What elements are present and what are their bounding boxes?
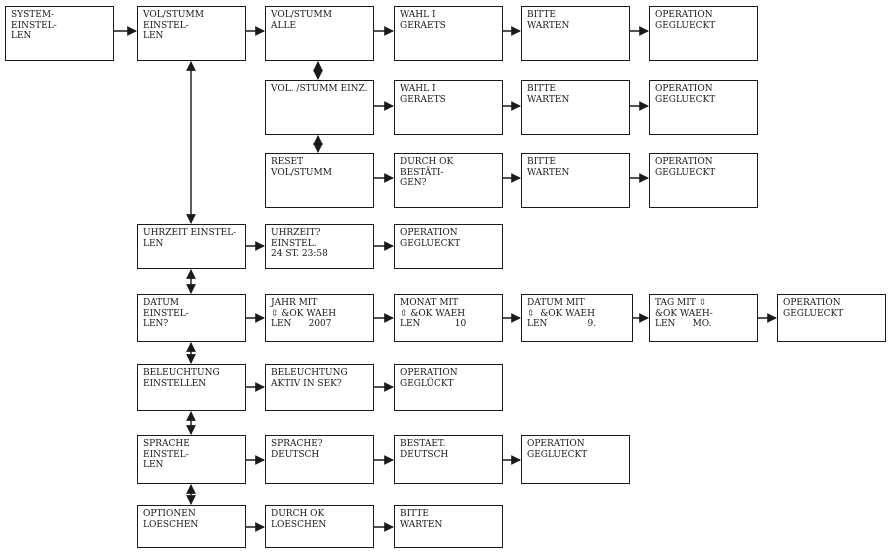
box-vol-stumm-einz: VOL. /STUMM EINZ.	[265, 80, 374, 135]
box-datum-einstellen: DATUM EINSTEL- LEN?	[137, 294, 246, 342]
box-sprache-einstellen: SPRACHE EINSTEL- LEN	[137, 435, 246, 484]
box-operation-gegleuckt-4: OPERATION GEGLUECKT	[394, 224, 503, 269]
box-wahl-geraets-1: WAHL I GERAETS	[394, 6, 503, 61]
box-system-einstellen: SYSTEM- EINSTEL- LEN	[5, 6, 114, 61]
box-sprache-frage: SPRACHE? DEUTSCH	[265, 435, 374, 484]
box-durch-ok-bestaetigen: DURCH OK BESTÄTI- GEN?	[394, 153, 503, 208]
box-vol-stumm-alle: VOL/STUMM ALLE	[265, 6, 374, 61]
box-jahr-mit: JAHR MIT ⇳ &OK WAEH LEN 2007	[265, 294, 374, 342]
box-bitte-warten-1: BITTE WARTEN	[521, 6, 630, 61]
box-vol-stumm-einstellen: VOL/STUMM EINSTEL- LEN	[137, 6, 246, 61]
box-datum-mit: DATUM MIT ⇳ &OK WAEH LEN 9.	[521, 294, 633, 342]
box-uhrzeit-frage: UHRZEIT? EINSTEL. 24 ST. 23:58	[265, 224, 374, 269]
box-bestaet-deutsch: BESTAET. DEUTSCH	[394, 435, 503, 484]
box-optionen-loeschen: OPTIONEN LOESCHEN	[137, 505, 246, 548]
box-bitte-warten-2: BITTE WARTEN	[521, 80, 630, 135]
box-bitte-warten-8: BITTE WARTEN	[394, 505, 503, 548]
box-operation-gegleuckt-7: OPERATION GEGLUECKT	[521, 435, 630, 484]
box-bitte-warten-3: BITTE WARTEN	[521, 153, 630, 208]
box-uhrzeit-einstellen: UHRZEIT EINSTEL- LEN	[137, 224, 246, 269]
box-reset-vol-stumm: RESET VOL/STUMM	[265, 153, 374, 208]
box-operation-gegleuckt-2: OPERATION GEGLUECKT	[649, 80, 758, 135]
box-operation-gegleuckt-1: OPERATION GEGLUECKT	[649, 6, 758, 61]
box-beleuchtung-einstellen: BELEUCHTUNG EINSTELLEN	[137, 364, 246, 411]
box-operation-gegleuckt-3: OPERATION GEGLUECKT	[649, 153, 758, 208]
box-wahl-geraets-2: WAHL I GERAETS	[394, 80, 503, 135]
box-durch-ok-loeschen: DURCH OK LOESCHEN	[265, 505, 374, 548]
box-monat-mit: MONAT MIT ⇳ &OK WAEH LEN 10	[394, 294, 503, 342]
box-operation-geglueckt-6: OPERATION GEGLÜCKT	[394, 364, 503, 411]
box-tag-mit: TAG MIT ⇳ &OK WAEH- LEN MO.	[649, 294, 758, 342]
box-beleuchtung-aktiv: BELEUCHTUNG AKTIV IN SEK?	[265, 364, 374, 411]
box-operation-gegleuckt-5: OPERATION GEGLUECKT	[777, 294, 886, 342]
